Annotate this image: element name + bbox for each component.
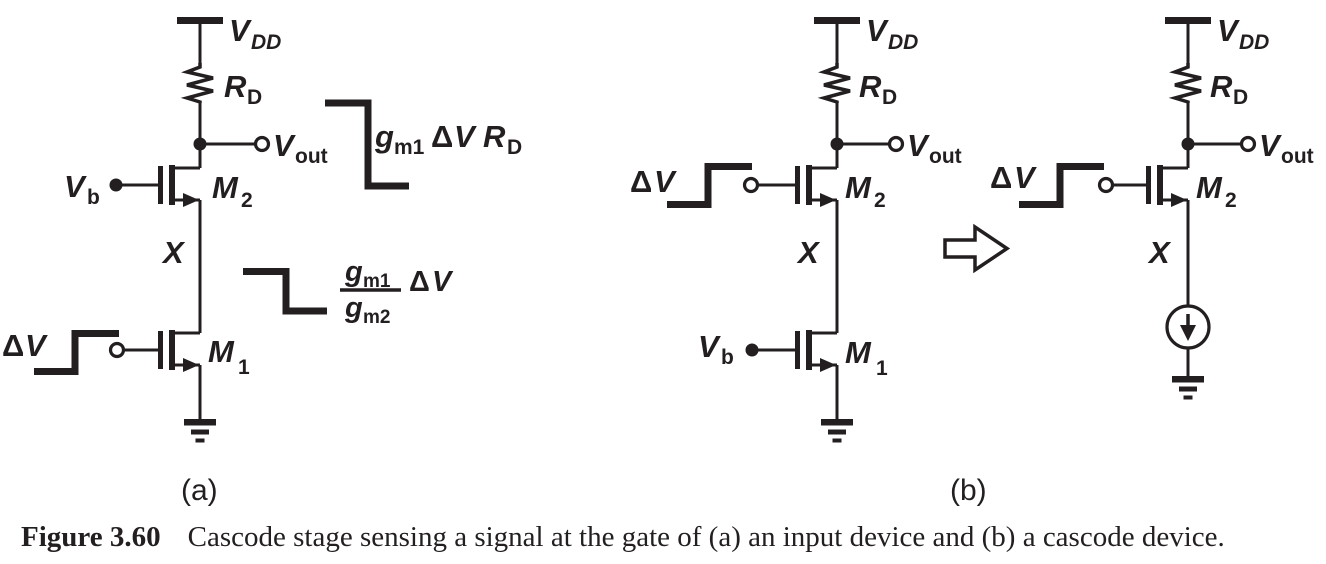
node-x-label: X: [796, 235, 821, 270]
subfigure-label-b: (b): [950, 474, 987, 507]
output-terminal-circle: [887, 135, 905, 153]
vout-label: Vout: [1259, 128, 1314, 168]
vout-label: Vout: [907, 128, 962, 168]
vdd-bar: [814, 17, 860, 24]
gate-terminal-circle: [742, 176, 760, 194]
resistor-symbol: [185, 61, 215, 105]
delta-v-label: ΔV: [990, 160, 1037, 195]
vdd-label: VDD: [866, 13, 918, 54]
vdd-label: VDD: [229, 13, 281, 54]
figure-caption-label: Figure 3.60: [21, 521, 161, 553]
input-step-waveform: [34, 334, 119, 372]
gate-terminal-circle: [1097, 176, 1115, 194]
rd-label: RD: [224, 69, 262, 109]
vdd-label: VDD: [1217, 13, 1269, 54]
current-source-symbol: [1165, 304, 1211, 350]
gate-terminal-circle: [108, 341, 126, 359]
input-step-waveform: [667, 167, 752, 205]
node-x-label: X: [161, 235, 186, 270]
nmos-m1-symbol: [156, 328, 202, 374]
nmos-m2-symbol: [1144, 163, 1190, 209]
vout-step-waveform: [325, 99, 409, 190]
ground-symbol: [821, 419, 853, 443]
implies-arrow-icon: [943, 223, 1011, 274]
figure-caption: Figure 3.60 Cascode stage sensing a signa…: [21, 521, 1225, 554]
x-step-waveform: [243, 268, 327, 315]
ground-symbol: [1172, 376, 1204, 400]
vdd-bar: [1165, 17, 1211, 24]
output-terminal-circle: [1239, 135, 1257, 153]
output-terminal-circle: [253, 135, 271, 153]
nmos-m2-symbol: [156, 163, 202, 209]
subfigure-label-a: (a): [181, 474, 218, 507]
rd-label: RD: [1210, 69, 1248, 109]
nmos-m1-symbol: [793, 328, 839, 374]
rd-label: RD: [859, 69, 897, 109]
figure-caption-text: Cascode stage sensing a signal at the ga…: [187, 521, 1225, 553]
ground-symbol: [184, 419, 216, 443]
nmos-m2-symbol: [793, 163, 839, 209]
vdd-bar: [177, 17, 223, 24]
resistor-symbol: [822, 61, 852, 105]
delta-v-label: ΔV: [630, 164, 677, 199]
resistor-symbol: [1173, 61, 1203, 105]
delta-v-label: ΔV: [2, 328, 48, 363]
node-x-label: X: [1147, 235, 1172, 270]
vout-label: Vout: [273, 128, 328, 168]
